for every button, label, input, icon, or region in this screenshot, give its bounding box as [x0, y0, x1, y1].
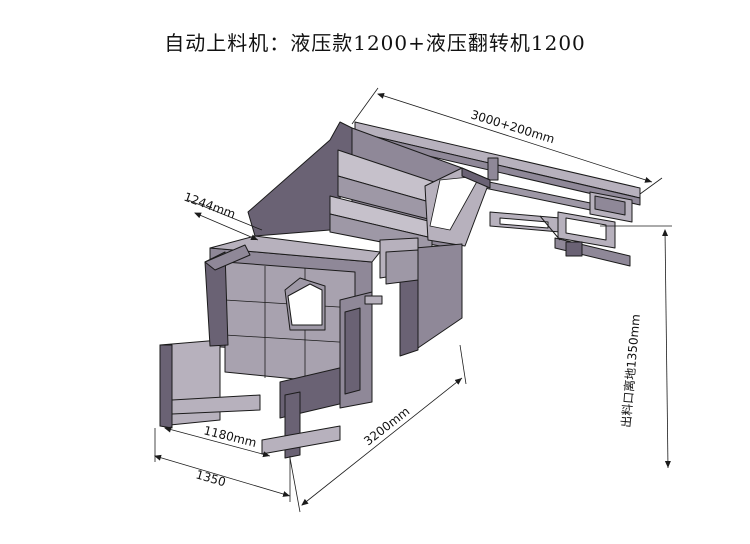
pusher-assembly — [489, 211, 631, 267]
dimension-lines — [154, 87, 672, 513]
dim-outer-width: 1350 — [194, 467, 227, 489]
dim-outlet-height: 出料口离地1350mm — [618, 313, 643, 428]
dim-inner-width: 1180mm — [202, 423, 258, 450]
hydraulic-tipper — [209, 235, 381, 386]
dim-total-length: 3000+200mm — [469, 107, 556, 146]
dim-hopper-width: 1244mm — [182, 190, 237, 222]
hopper-frame — [247, 121, 491, 253]
drawing-title: 自动上料机：液压款1200+液压翻转机1200 — [164, 31, 586, 55]
rear-column — [379, 237, 463, 357]
tipper-left-frame — [159, 244, 261, 429]
dim-base-length: 3200mm — [361, 404, 412, 448]
